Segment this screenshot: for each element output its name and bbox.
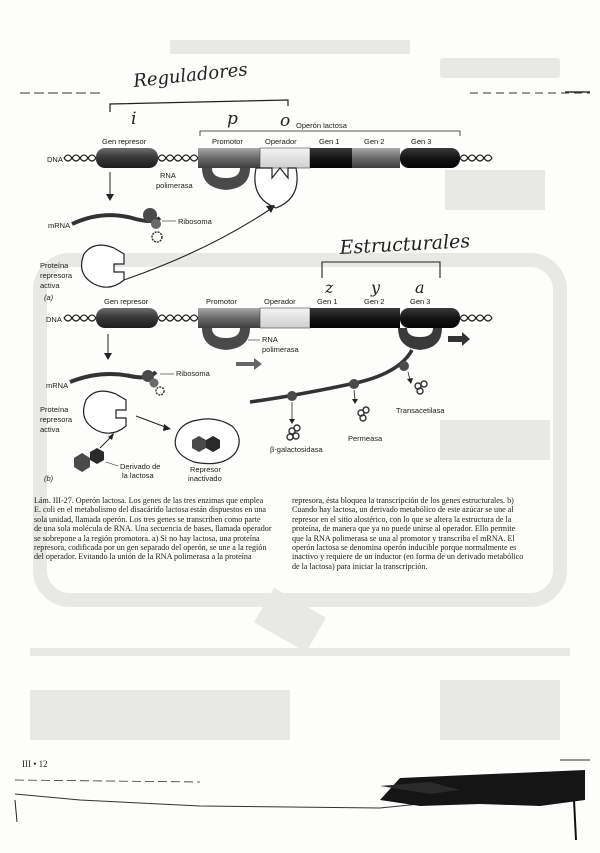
panel-a-letter: (a) (44, 293, 54, 302)
label-activa-b: activa (40, 425, 60, 434)
page-number: III • 12 (22, 759, 48, 769)
label-operador-b: Operador (264, 297, 296, 306)
caption-line: que la RNA polimerasa se una al promotor… (292, 534, 550, 543)
panel-b: Gen represor Promotor Operador Gen 1 Gen… (40, 297, 492, 483)
caption-line: de una sola molécula de RNA. Una secuenc… (34, 524, 292, 533)
rna-polimerasa-a (202, 168, 250, 190)
caption-line: represora, codificada por un gen separad… (34, 543, 292, 552)
caption-line: proteína, de manera que ya no puede unir… (292, 524, 550, 533)
label-gen3: Gen 3 (411, 137, 431, 146)
label-represor-inactivado-2: inactivado (188, 474, 222, 483)
handwritten-letter-i: i (131, 109, 136, 129)
gen-represor-segment (96, 148, 158, 168)
galactosidasa-enzyme (287, 425, 300, 440)
label-activa: activa (40, 281, 60, 290)
promotor-segment (198, 148, 260, 168)
caption-line: se sobrepone a la región promotora. a) S… (34, 534, 292, 543)
label-gen-represor-b: Gen represor (104, 297, 149, 306)
label-represor-inactivado-1: Represor (190, 465, 221, 474)
top-scan-line (20, 92, 590, 93)
label-promotor: Promotor (212, 137, 243, 146)
label-dna-b: DNA (46, 315, 62, 324)
label-promotor-b: Promotor (206, 297, 237, 306)
caption-line: sola unidad, llamada operón. Los tres ge… (34, 515, 292, 524)
gen3-segment (400, 148, 460, 168)
caption-line: inactivo y requiere de un inductor (en f… (292, 552, 550, 561)
label-operador: Operador (265, 137, 297, 146)
label-dna: DNA (47, 155, 63, 164)
panel-b-letter: (b) (44, 474, 54, 483)
handwritten-letter-y: y (370, 278, 381, 297)
rna-polimerasa-b-promotor (202, 328, 250, 350)
caption-line: represor en el sitio alostérico, con lo … (292, 515, 550, 524)
proteina-represora-b (84, 391, 126, 433)
mrna-transcript-b (250, 350, 412, 402)
gen2-segment-b (352, 308, 400, 328)
label-derivado-1: Derivado de (120, 462, 160, 471)
label-mrna: mRNA (48, 221, 70, 230)
ribosoma-b-gen2 (349, 379, 359, 389)
label-gen2: Gen 2 (364, 137, 384, 146)
arrow-forward-b (236, 358, 262, 370)
ribosoma-b-gen1 (287, 391, 297, 401)
promotor-segment-b (198, 308, 260, 328)
label-transacetilasa: Transacetilasa (396, 406, 445, 415)
operador-segment (260, 148, 310, 168)
caption-right-column: represora, ésta bloquea la transcripción… (292, 496, 550, 571)
label-gen-represor: Gen represor (102, 137, 147, 146)
caption-line: de la lactosa) para iniciar la transcrip… (292, 562, 550, 571)
label-derivado-2: la lactosa (122, 471, 155, 480)
handwritten-reguladores: Reguladores (131, 59, 248, 92)
handwritten-letter-a: a (415, 278, 425, 297)
label-represora: represora (40, 271, 73, 280)
caption-left-column: Lám. III-27. Operón lactosa. Los genes d… (34, 496, 292, 562)
label-mrna-b: mRNA (46, 381, 68, 390)
panel-a: Operón lactosa Gen represor Promotor Ope… (40, 121, 492, 302)
label-proteina-b: Proteína (40, 405, 69, 414)
polypeptide-a (152, 232, 162, 242)
label-rna-polimerasa-b-2: polimerasa (262, 345, 300, 354)
operon-bracket (200, 131, 460, 136)
operon-lactosa-title: Operón lactosa (296, 121, 348, 130)
label-proteina: Proteína (40, 261, 69, 270)
rna-polimerasa-b-transcribing (398, 328, 442, 350)
label-rna-polimerasa-2: polimerasa (156, 181, 194, 190)
label-ribosoma-b: Ribosoma (176, 369, 211, 378)
permeasa-enzyme (358, 407, 369, 421)
caption-line: E. coli en el metabolismo del disacárido… (34, 505, 292, 514)
caption-line: Cuando hay lactosa, un derivado metabóli… (292, 505, 550, 514)
gen1-segment-b (310, 308, 352, 328)
label-gen3-b: Gen 3 (410, 297, 430, 306)
label-ribosoma: Ribosoma (178, 217, 213, 226)
label-represora-b: represora (40, 415, 73, 424)
label-gen1-b: Gen 1 (317, 297, 337, 306)
handwritten-bracket-reguladores (110, 100, 288, 112)
label-gen2-b: Gen 2 (364, 297, 384, 306)
caption-line: del operador. Evitando la unión de la RN… (34, 552, 292, 561)
transcription-arrow (448, 332, 470, 346)
gen1-segment (310, 148, 352, 168)
label-rna-polimerasa-1: RNA (160, 171, 176, 180)
gen-represor-segment-b (96, 308, 158, 328)
caption-line: represora, ésta bloquea la transcripción… (292, 496, 550, 505)
operador-segment-b (260, 308, 310, 328)
ribosoma-b-gen3 (399, 361, 409, 371)
caption-line: Lám. III-27. Operón lactosa. Los genes d… (34, 496, 292, 505)
transacetilasa-enzyme (415, 381, 427, 394)
gen3-segment-b (400, 308, 460, 328)
represor-bound-operador (255, 168, 297, 208)
label-rna-polimerasa-b-1: RNA (262, 335, 278, 344)
gen2-segment (352, 148, 400, 168)
derivado-lactosa-molecule (74, 448, 104, 472)
handwritten-letter-p: p (227, 109, 238, 129)
label-permeasa: Permeasa (348, 434, 383, 443)
label-gen1: Gen 1 (319, 137, 339, 146)
label-galactosidasa: β-galactosidasa (270, 445, 324, 454)
caption-line: operón lactosa se denomina operón induci… (292, 543, 550, 552)
bottom-scan-artifacts (15, 760, 590, 840)
handwritten-letter-z: z (324, 278, 334, 297)
handwritten-letter-o: o (280, 111, 290, 131)
